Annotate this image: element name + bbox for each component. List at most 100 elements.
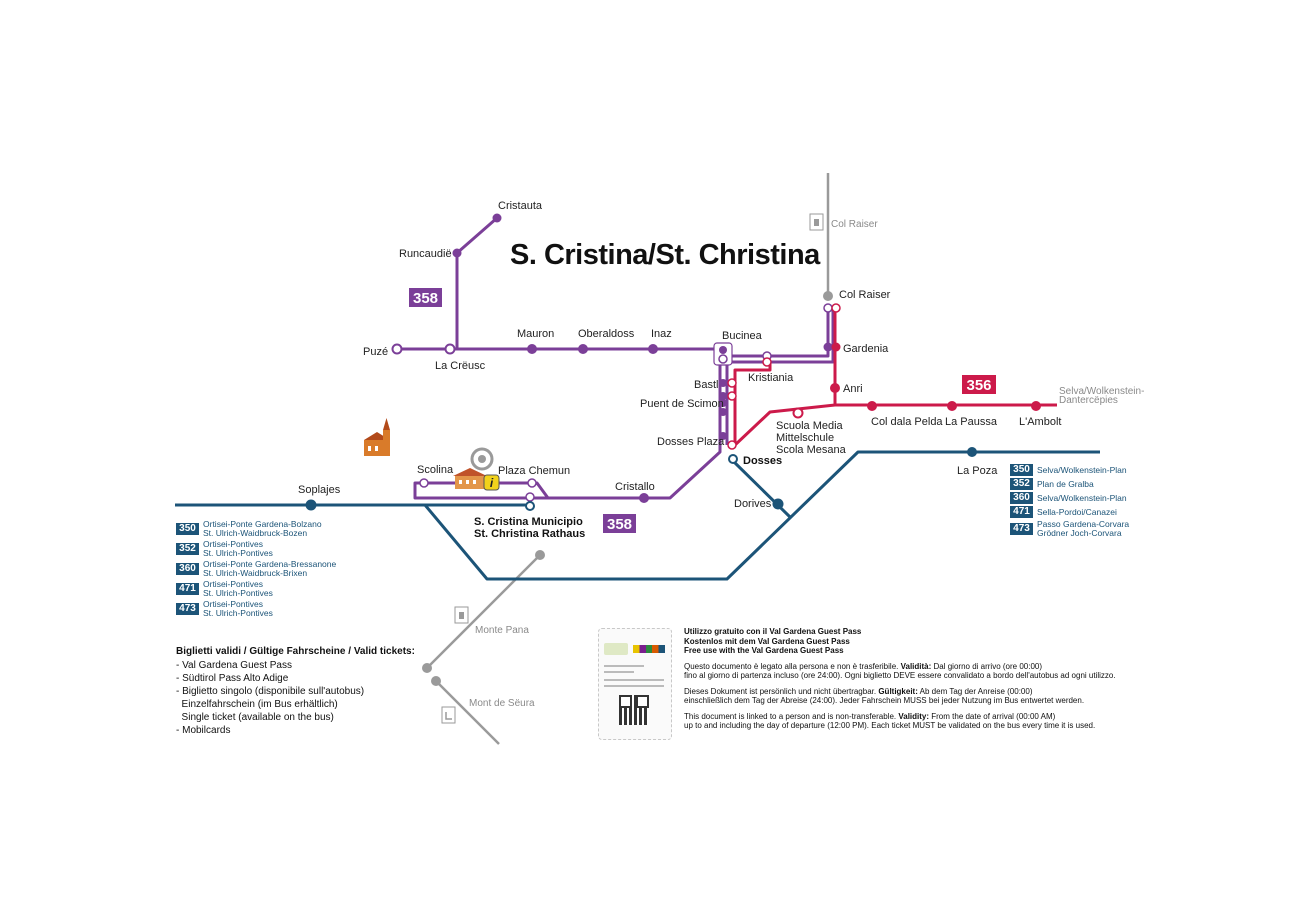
label-rathaus: St. Christina Rathaus [474, 528, 585, 540]
stop-la-creusc[interactable] [444, 343, 456, 355]
stop-soplajes[interactable] [305, 499, 317, 511]
stops [305, 213, 1041, 686]
stop-cristauta[interactable] [492, 213, 502, 223]
stop-gardenia[interactable] [823, 342, 833, 352]
route-number-badge: 352 [1010, 478, 1033, 490]
pass-text-it: Questo documento è legato alla persona e… [684, 661, 1116, 681]
label-l-ambolt: L'Ambolt [1019, 416, 1061, 428]
legend-text: Plan de Gralba [1037, 478, 1094, 489]
stop-la-poza[interactable] [967, 447, 977, 457]
stop-monte-pana[interactable] [422, 663, 432, 673]
legend-text: Ortisei-Ponte Gardena-Bolzano [203, 519, 322, 529]
stop-dorives[interactable] [772, 498, 784, 510]
stop-anri[interactable] [830, 383, 840, 393]
stop-puze[interactable] [391, 343, 403, 355]
label-red-terminus: Selva/Wolkenstein- [1059, 386, 1144, 397]
label-anri: Anri [843, 383, 863, 395]
stop-inaz[interactable] [648, 344, 658, 354]
tickets-heading: Biglietti validi / Gültige Fahrscheine /… [176, 646, 415, 657]
label-runcaudie: Runcaudië [399, 248, 452, 260]
label-inaz: Inaz [651, 328, 672, 340]
label-red-terminus-2: Dantercëpies [1059, 395, 1118, 406]
stop-l-ambolt[interactable] [1031, 401, 1041, 411]
legend-text: Ortisei-Pontives [203, 539, 263, 549]
label-la-creusc: La Crëusc [435, 360, 486, 372]
stop-la-paussa[interactable] [947, 401, 957, 411]
label-dosses-plaza: Dosses Plaza [657, 436, 725, 448]
cable-car-icon [454, 606, 469, 624]
pass-heading-it: Utilizzo gratuito con il Val Gardena Gue… [684, 627, 862, 636]
stop-scuola-media[interactable] [792, 407, 804, 419]
svg-text:358: 358 [607, 516, 632, 533]
target-icon [470, 447, 494, 471]
label-mont-de-seura: Mont de Sëura [469, 698, 535, 709]
building-icon [453, 468, 487, 489]
stop-mauron[interactable] [527, 344, 537, 354]
label-scolina: Scolina [417, 464, 454, 476]
label-plaza-chemun: Plaza Chemun [498, 465, 570, 477]
svg-text:356: 356 [966, 377, 991, 394]
label-municipio: S. Cristina Municipio [474, 516, 583, 528]
guest-pass-text-line [604, 665, 644, 667]
stop-municipio[interactable] [525, 492, 535, 502]
ticket-item: - Biglietto singolo (disponibile sull'au… [176, 686, 365, 697]
qr-code-icon [619, 695, 649, 725]
map-icons: i [364, 213, 824, 724]
label-bastl: Bastl [694, 379, 718, 391]
label-la-paussa: La Paussa [945, 416, 998, 428]
stop-oberaldoss[interactable] [578, 344, 588, 354]
stop-dosses-plaza[interactable] [719, 432, 727, 440]
guest-pass-color-strip [633, 645, 665, 653]
stop-plaza-chemun[interactable] [527, 478, 537, 488]
label-la-poza: La Poza [957, 465, 998, 477]
stop-runcaudie[interactable] [452, 248, 462, 258]
route-number-badge: 352 [176, 543, 199, 555]
ticket-item: Einzelfahrschein (im Bus erhältlich) [176, 699, 338, 710]
stop-dosses[interactable] [728, 454, 738, 464]
legend-text: Selva/Wolkenstein-Plan [1037, 464, 1127, 475]
map-title: S. Cristina/St. Christina [510, 239, 821, 271]
stop-scolina[interactable] [419, 478, 429, 488]
legend-text: Ortisei-Pontives [203, 579, 263, 589]
legend-text: Ortisei-Pontives [203, 599, 263, 609]
route-number-badge: 360 [176, 563, 199, 575]
pass-heading-en: Free use with the Val Gardena Guest Pass [684, 646, 844, 655]
guest-pass-image [598, 628, 672, 740]
legend-row: 360 Selva/Wolkenstein-Plan [1010, 492, 1129, 504]
stop-puent-de-scimon[interactable] [719, 399, 727, 407]
red-line [733, 308, 1057, 447]
route-number-badge: 350 [176, 523, 199, 535]
cable-car-icon [809, 213, 824, 231]
stop-col-dala-pelda[interactable] [867, 401, 877, 411]
line-358-badge [409, 288, 442, 307]
label-dorives: Dorives [734, 498, 772, 510]
stop-mont-de-seura[interactable] [431, 676, 441, 686]
label-mauron: Mauron [517, 328, 554, 340]
route-number-badge: 471 [176, 583, 199, 595]
monte-pana-lift-line [426, 554, 541, 669]
legend-text: Selva/Wolkenstein-Plan [1037, 492, 1127, 503]
line-badges: 358 358 356 [409, 288, 996, 533]
stop-cristallo[interactable] [639, 493, 649, 503]
line-356-badge [962, 375, 996, 394]
label-dosses: Dosses [743, 455, 782, 467]
guest-pass-text-line [604, 671, 634, 673]
label-monte-pana: Monte Pana [475, 625, 529, 636]
stop-monte-pana-top[interactable] [535, 550, 545, 560]
stop-bastl[interactable] [719, 379, 727, 387]
label-puze: Puzé [363, 346, 388, 358]
route-number-badge: 473 [176, 603, 199, 615]
chairlift-icon [441, 706, 456, 724]
stop-col-raiser[interactable] [823, 291, 833, 301]
label-col-raiser-station: Col Raiser [831, 219, 878, 230]
ticket-item: - Val Gardena Guest Pass [176, 660, 292, 671]
legend-text: St. Ulrich-Waidbruck-Bozen [203, 528, 308, 538]
pass-text-de: Dieses Dokument ist persönlich und nicht… [684, 686, 1085, 706]
label-gardenia: Gardenia [843, 343, 889, 355]
